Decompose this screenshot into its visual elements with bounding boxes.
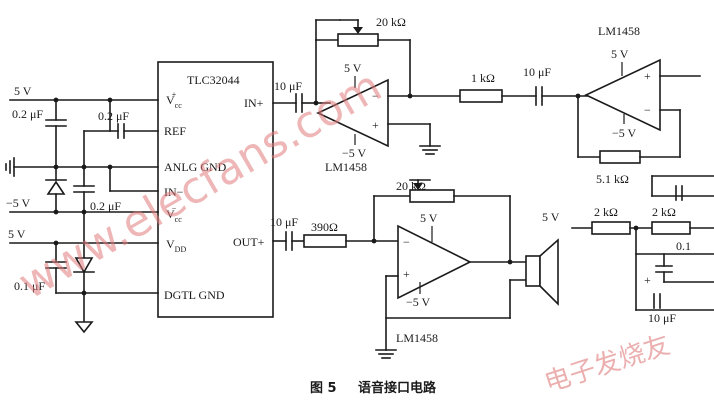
ic-tlc32044-label: TLC32044 xyxy=(187,73,240,87)
ic-tlc32044-body xyxy=(157,61,274,318)
label-5v-opamp-mid: 5 V xyxy=(420,211,438,225)
label-cap-10uf-in: 10 μF xyxy=(274,79,302,93)
label-opamp-right: LM1458 xyxy=(598,24,640,38)
svg-text:−: − xyxy=(403,235,410,249)
label-res-1k: 1 kΩ xyxy=(471,71,495,85)
label-cap-0-2uf-b: 0.2 μF xyxy=(90,199,121,213)
pin-ref: REF xyxy=(164,124,186,138)
label-5v-top: 5 V xyxy=(14,84,32,98)
svg-text:+: + xyxy=(403,267,410,281)
label-res-2k-b: 2 kΩ xyxy=(652,205,676,219)
label-cap-0-1-partial: 0.1 xyxy=(676,239,691,253)
pin-dgtl-gnd: DGTL GND xyxy=(164,288,225,302)
label-res-390: 390Ω xyxy=(311,220,338,234)
label-neg-5v-opamp-right: −5 V xyxy=(612,126,637,140)
left-supply-network: 5 V 0.2 μF 0.2 μF xyxy=(5,84,159,334)
output-amplifier: 10 μF 390Ω 20 kΩ − + 5 V −5 V LM1458 xyxy=(270,179,559,359)
label-neg-5v-opamp-mid: −5 V xyxy=(406,295,431,309)
label-cap-0-1uf-left: 0.1 μF xyxy=(14,279,45,293)
svg-text:−: − xyxy=(644,103,651,117)
figure-title: 语音接口电路 xyxy=(358,380,437,396)
opamp-mid xyxy=(397,224,472,300)
label-neg-5v-opamp-top: −5 V xyxy=(342,146,367,160)
pin-vcc-plus: Vcc+ xyxy=(166,90,182,110)
right-lower-network: 5 V 2 kΩ 2 kΩ 0.1 + 10 μF xyxy=(542,205,714,325)
label-res-20k-mid: 20 kΩ xyxy=(396,179,426,193)
svg-text:−: − xyxy=(372,89,379,103)
label-res-2k-a: 2 kΩ xyxy=(594,205,618,219)
label-5v-opamp-right: 5 V xyxy=(611,47,629,61)
pin-vcc-minus: Vcc− xyxy=(166,204,182,224)
pin-vdd: VDD xyxy=(166,237,186,254)
label-neg-5v: −5 V xyxy=(6,196,31,210)
filter-stage: 1 kΩ 10 μF + − LM1458 5 V −5 V 5.1 kΩ xyxy=(459,24,714,201)
watermark-brand: 电子发烧友 xyxy=(541,330,674,399)
label-res-5-1k: 5.1 kΩ xyxy=(596,172,629,186)
input-amplifier: 10 μF 20 kΩ − + 5 V −5 V LM1458 xyxy=(272,15,461,174)
pin-in-minus: IN− xyxy=(164,185,184,199)
label-cap-10uf-partial: 10 μF xyxy=(648,311,676,325)
svg-text:+: + xyxy=(372,118,379,132)
label-cap-0-2uf-a: 0.2 μF xyxy=(12,107,43,121)
opamp-right xyxy=(584,58,661,132)
svg-text:+: + xyxy=(644,69,651,83)
label-cap-10uf-filter: 10 μF xyxy=(523,65,551,79)
svg-text:+: + xyxy=(644,273,651,287)
speaker-icon xyxy=(525,255,541,287)
label-cap-10uf-out: 10 μF xyxy=(270,215,298,229)
label-res-20k-top: 20 kΩ xyxy=(376,15,406,29)
pin-anlg-gnd: ANLG GND xyxy=(164,160,227,174)
pin-in-plus: IN+ xyxy=(244,96,264,110)
label-5v-vdd: 5 V xyxy=(8,227,26,241)
figure-number: 图 5 xyxy=(310,381,337,396)
label-5v-opamp-top: 5 V xyxy=(344,61,362,75)
opamp-top xyxy=(316,78,389,148)
label-5v-right: 5 V xyxy=(542,210,560,224)
pin-out-plus: OUT+ xyxy=(233,235,265,249)
label-opamp-mid: LM1458 xyxy=(396,331,438,345)
label-opamp-top: LM1458 xyxy=(325,160,367,174)
label-cap-0-2uf-ref: 0.2 μF xyxy=(98,109,129,123)
